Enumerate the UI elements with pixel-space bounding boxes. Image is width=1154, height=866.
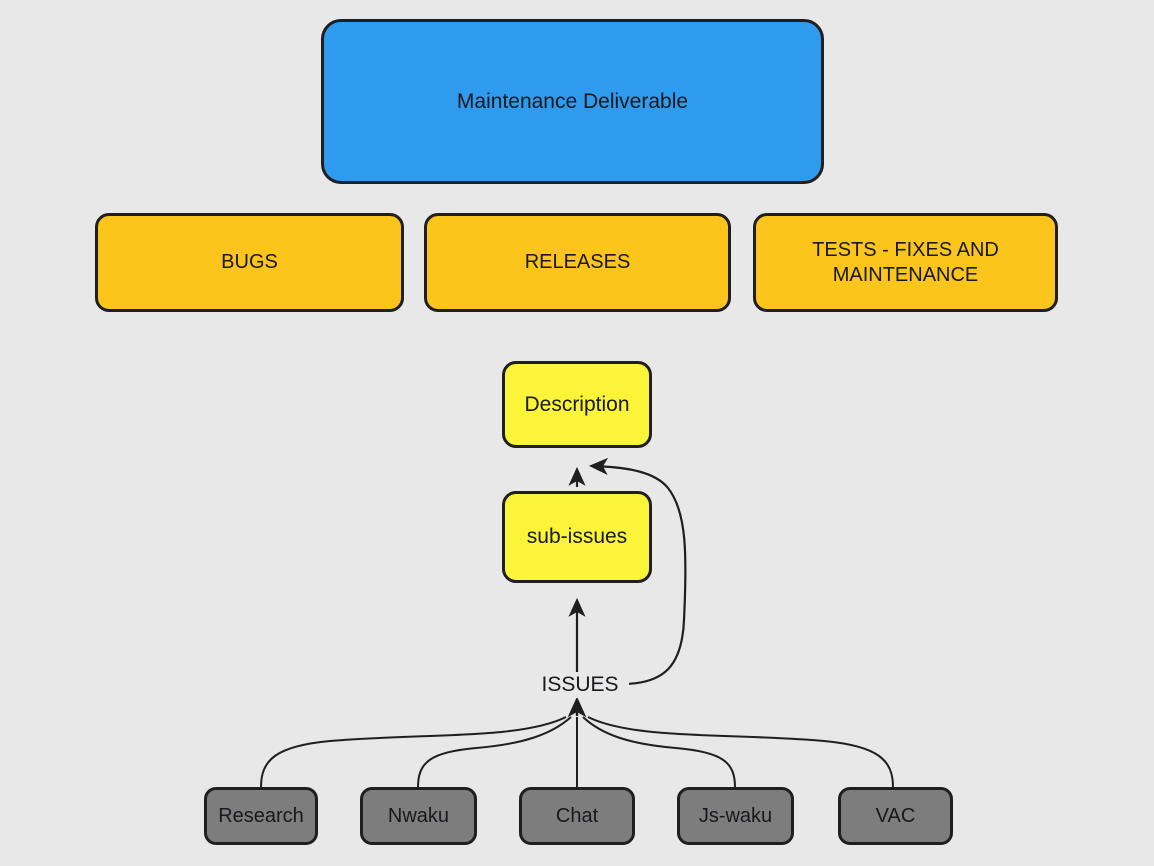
node-releases[interactable]: RELEASES <box>424 213 731 312</box>
node-label: RELEASES <box>524 251 631 274</box>
node-label: Maintenance Deliverable <box>456 89 689 113</box>
node-description[interactable]: Description <box>502 361 652 448</box>
node-vac[interactable]: VAC <box>838 787 953 845</box>
edge-nwaku-to-issues <box>417 716 572 788</box>
node-sub-issues[interactable]: sub-issues <box>502 491 652 583</box>
node-label: sub-issues <box>526 525 628 549</box>
node-label: TESTS - FIXES AND MAINTENANCE <box>812 239 999 286</box>
node-research[interactable]: Research <box>204 787 318 845</box>
node-label: Nwaku <box>387 804 450 827</box>
edge-jswaku-to-issues <box>582 716 736 788</box>
node-nwaku[interactable]: Nwaku <box>360 787 477 845</box>
node-bugs[interactable]: BUGS <box>95 213 404 312</box>
node-label: Js-waku <box>698 804 773 827</box>
edge-label-issues: ISSUES <box>531 672 629 698</box>
node-label: VAC <box>875 804 916 827</box>
node-label: Chat <box>555 804 599 827</box>
node-maintenance-deliverable[interactable]: Maintenance Deliverable <box>321 19 824 184</box>
node-chat[interactable]: Chat <box>519 787 635 845</box>
edge-label-text: ISSUES <box>541 673 619 696</box>
node-tests-fixes-and-maintenance[interactable]: TESTS - FIXES AND MAINTENANCE <box>753 213 1058 312</box>
node-label: Research <box>218 804 304 827</box>
node-js-waku[interactable]: Js-waku <box>677 787 794 845</box>
node-label: BUGS <box>221 251 278 274</box>
node-label: Description <box>524 392 630 416</box>
edge-vac-to-issues <box>587 716 894 788</box>
edge-research-to-issues <box>260 716 567 788</box>
